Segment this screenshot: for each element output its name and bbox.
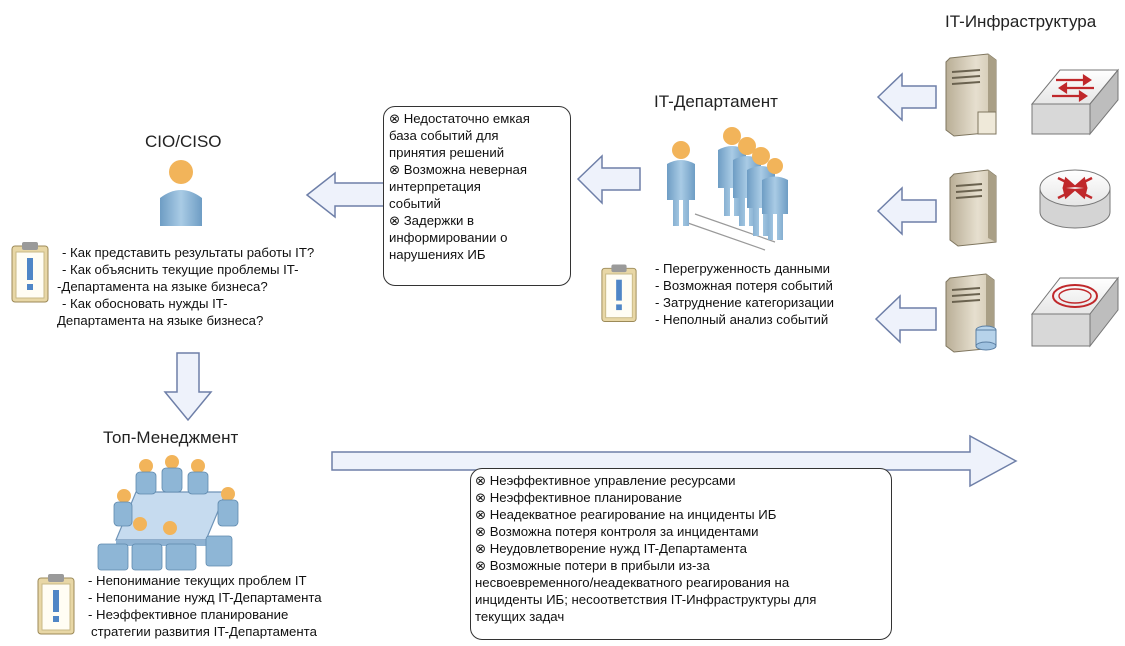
firewall-icon [1030,276,1120,348]
server-icon [949,169,997,247]
top-management-issues-list: - Непонимание текущих проблем IT - Непон… [88,572,322,640]
list-item: ⊗ Возможна потеря контроля за инцидентам… [475,524,759,539]
list-item: ⊗ Недостаточно емкая [389,111,530,126]
list-item: -Департамента на языке бизнеса? [57,279,268,294]
list-item: - Неполный анализ событий [655,312,829,327]
arrow-icon [305,171,386,219]
department-problems-box: ⊗ Недостаточно емкая база событий для пр… [383,106,571,286]
list-item: база событий для [389,128,499,143]
list-item: событий [389,196,441,211]
list-item: принятия решений [389,145,505,160]
department-issues-list: - Перегруженность данными - Возможная по… [655,260,834,328]
group-icon [667,127,788,251]
switch-icon [1030,68,1120,136]
arrow-icon [876,186,937,236]
clipboard-icon [37,574,75,635]
list-item: - Перегруженность данными [655,261,831,276]
arrow-icon [576,154,641,205]
list-item: ⊗ Возможные потери в прибыли из-за [475,558,710,573]
list-item: ⊗ Неадекватное реагирование на инциденты… [475,507,777,522]
meeting-icon [97,455,239,571]
arrow-icon [874,294,937,344]
list-item: Департамента на языке бизнеса? [57,313,264,328]
list-item: несвоевременного/неадекватного реагирова… [475,575,790,590]
arrow-icon [163,352,213,422]
list-item: ⊗ Возможна неверная [389,162,527,177]
list-item: текущих задач [475,609,565,624]
list-item: - Непонимание текущих проблем IT [88,573,307,588]
list-item: - Как объяснить текущие проблемы IT- [62,262,299,277]
it-department-title: IT-Департамент [654,92,778,111]
person-icon [160,160,202,226]
arrow-icon [876,72,937,122]
list-item: ⊗ Неэффективное управление ресурсами [475,473,736,488]
cio-title: CIO/CISO [145,132,222,151]
list-item: стратегии развития IT-Департамента [91,624,317,639]
router-icon [1039,169,1111,229]
server-icon [945,273,997,353]
list-item: - Как обосновать нужды IT- [62,296,228,311]
consequences-box: ⊗ Неэффективное управление ресурсами ⊗ Н… [470,468,892,640]
list-item: - Как представить результаты работы IT? [62,245,315,260]
list-item: - Возможная потеря событий [655,278,833,293]
list-item: - Неэффективное планирование [88,607,289,622]
list-item: информировании о [389,230,508,245]
clipboard-icon [11,242,49,303]
department-problems-list: ⊗ Недостаточно емкая база событий для пр… [389,110,570,263]
list-item: интерпретация [389,179,481,194]
server-icon [945,53,997,137]
list-item: инциденты ИБ; несоответствия IT-Инфрастр… [475,592,817,607]
list-item: ⊗ Неэффективное планирование [475,490,682,505]
list-item: - Затруднение категоризации [655,295,834,310]
list-item: - Непонимание нужд IT-Департамента [88,590,322,605]
it-infrastructure-title: IT-Инфраструктура [945,12,1097,31]
list-item: ⊗ Задержки в [389,213,475,228]
top-management-title: Топ-Менеджмент [103,428,239,447]
clipboard-icon [601,264,637,322]
arrow-icon [331,434,1018,488]
list-item: ⊗ Неудовлетворение нужд IT-Департамента [475,541,747,556]
cio-questions-list: - Как представить результаты работы IT? … [57,244,315,329]
list-item: нарушениях ИБ [389,247,486,262]
consequences-list: ⊗ Неэффективное управление ресурсами ⊗ Н… [475,472,891,625]
